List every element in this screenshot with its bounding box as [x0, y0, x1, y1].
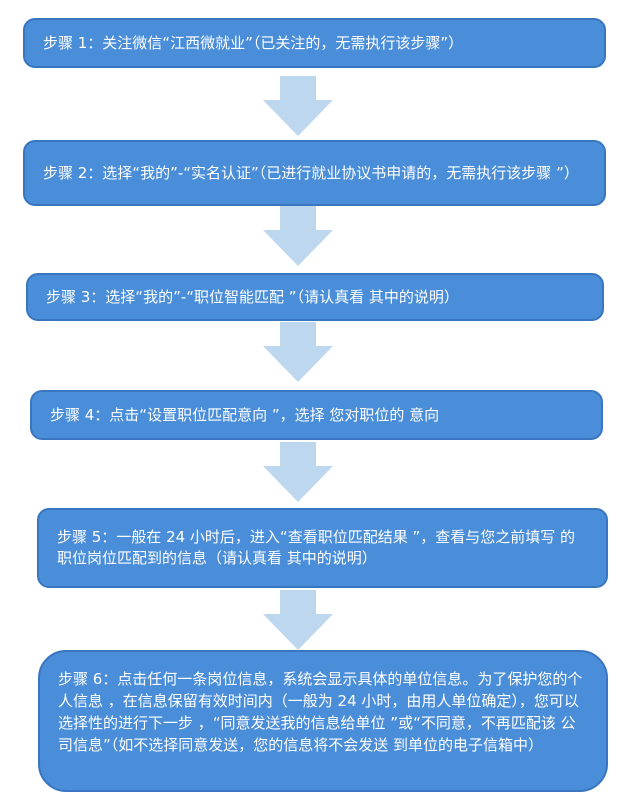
step-1-text: 步骤 1：关注微信“江西微就业”（已关注的，无需执行该步骤”）: [43, 33, 464, 52]
step-2-text: 步骤 2：选择“我的”-“实名认证”（已进行就业协议书申请的，无需执行该步骤 ”…: [43, 163, 579, 182]
step-4-box: 步骤 4：点击“设置职位匹配意向 ”，选择 您对职位的 意向: [30, 390, 603, 440]
down-arrow-icon: [263, 442, 333, 502]
down-arrow-icon: [263, 76, 333, 136]
step-6-box: 步骤 6：点击任何一条岗位信息，系统会显示具体的单位信息。为了保护您的个人信息 …: [38, 650, 608, 792]
step-1-box: 步骤 1：关注微信“江西微就业”（已关注的，无需执行该步骤”）: [23, 18, 606, 68]
step-6-text: 步骤 6：点击任何一条岗位信息，系统会显示具体的单位信息。为了保护您的个人信息 …: [58, 670, 583, 754]
step-3-box: 步骤 3：选择“我的”-“职位智能匹配 ”（请认真看 其中的说明）: [26, 273, 604, 321]
step-4-text: 步骤 4：点击“设置职位匹配意向 ”，选择 您对职位的 意向: [50, 405, 440, 424]
step-5-text: 步骤 5：一般在 24 小时后，进入“查看职位匹配结果 ”，查看与您之前填写 的…: [57, 528, 576, 567]
step-3-text: 步骤 3：选择“我的”-“职位智能匹配 ”（请认真看 其中的说明）: [46, 287, 459, 306]
down-arrow-icon: [263, 322, 333, 382]
step-5-box: 步骤 5：一般在 24 小时后，进入“查看职位匹配结果 ”，查看与您之前填写 的…: [37, 508, 608, 588]
down-arrow-icon: [263, 590, 333, 650]
down-arrow-icon: [263, 206, 333, 266]
step-2-box: 步骤 2：选择“我的”-“实名认证”（已进行就业协议书申请的，无需执行该步骤 ”…: [23, 140, 606, 206]
